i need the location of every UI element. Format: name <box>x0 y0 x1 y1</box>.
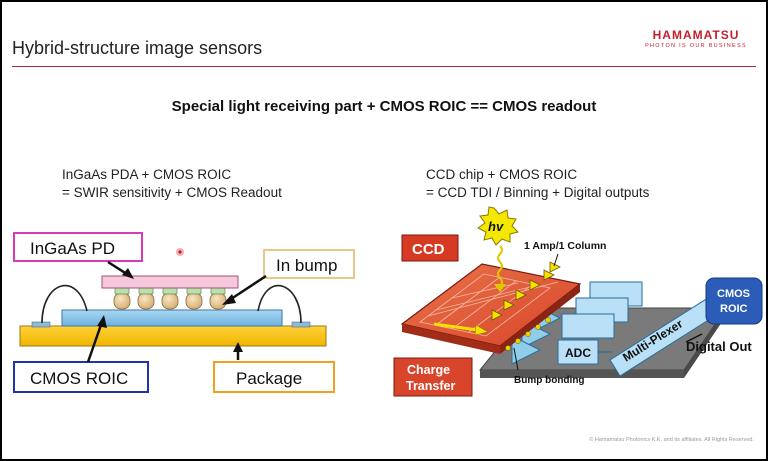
roic-layer <box>61 309 283 327</box>
logo-name: HAMAMATSU <box>652 28 740 42</box>
bump-bond <box>535 324 541 330</box>
hv-label: hv <box>488 219 504 234</box>
ccd-label-box <box>401 234 459 262</box>
arrow-bump <box>227 274 267 303</box>
column-amp <box>491 309 503 321</box>
title-divider <box>12 66 756 67</box>
ccd-grid-line <box>451 280 517 330</box>
ccd-chip-side <box>402 324 500 354</box>
left-caption-line1: InGaAs PDA + CMOS ROIC <box>62 167 232 182</box>
bump-bonding-pointer <box>513 347 519 371</box>
right-caption-line2: = CCD TDI / Binning + Digital outputs <box>426 185 650 200</box>
bump-bond <box>505 345 511 351</box>
digital-out-label: Digital Out <box>686 339 752 354</box>
bump-bond <box>545 317 551 323</box>
label-pd: InGaAs PD <box>30 239 115 258</box>
bond-wire-left <box>41 284 88 324</box>
adc-label: ADC <box>565 346 591 360</box>
ccd-grid-line <box>468 283 534 333</box>
charge-transfer-label-1: Charge <box>407 363 450 377</box>
ingaas-hybrid-diagram: InGaAs PD In bump CMOS ROIC Package <box>13 232 355 393</box>
label-box-roic <box>13 361 149 393</box>
label-box-package <box>213 361 335 393</box>
hv-burst <box>477 206 519 246</box>
arrow-package-head <box>233 342 243 352</box>
label-package: Package <box>236 369 302 388</box>
slide-title: Hybrid-structure image sensors <box>12 38 263 58</box>
ccd-grid-line <box>435 285 535 311</box>
charge-transfer-arrow <box>433 322 479 332</box>
light-wave <box>497 245 503 287</box>
arrow-pd-head <box>122 268 134 279</box>
column-amp <box>543 269 555 281</box>
bond-wire-right <box>257 284 302 324</box>
amp-column-pointer <box>553 253 559 267</box>
logo-tagline: PHOTON IS OUR BUSINESS <box>645 43 747 49</box>
ccd-grid-outline <box>419 273 551 337</box>
column-amp <box>529 279 541 291</box>
label-bump: In bump <box>276 256 337 275</box>
package-pad-left <box>31 321 51 328</box>
arrow-roic-head <box>97 315 107 328</box>
digital-out-arrow <box>685 333 703 343</box>
right-caption: CCD chip + CMOS ROIC = CCD TDI / Binning… <box>426 166 649 202</box>
hamamatsu-logo: HAMAMATSU PHOTON IS OUR BUSINESS <box>632 28 760 49</box>
label-box-pd <box>13 232 143 262</box>
ccd-grid-line <box>435 276 501 326</box>
pointer-dot-core <box>178 250 182 254</box>
ccd-pixel-grid <box>419 273 559 337</box>
charge-transfer-box <box>393 357 473 397</box>
ccd-grid-line <box>427 281 559 317</box>
arrow-bump-head <box>222 294 236 305</box>
cmos-roic-box <box>705 277 763 325</box>
cmos-roic-label-1: CMOS <box>717 288 750 300</box>
bump-bonds <box>505 317 551 351</box>
ccd-label: CCD <box>412 241 445 258</box>
cmos-roic-label-2: ROIC <box>720 303 748 315</box>
amp-block <box>561 313 615 339</box>
label-box-bump <box>263 249 355 279</box>
amp-column-label: 1 Amp/1 Column <box>524 240 606 252</box>
column-amp <box>503 299 515 311</box>
column-amp <box>515 289 527 301</box>
charge-transfer-arrow-head <box>474 324 489 336</box>
roic-plate-side <box>480 370 684 378</box>
ingaas-pd-layer <box>101 275 239 289</box>
headline: Special light receiving part + CMOS ROIC… <box>171 98 597 115</box>
right-caption-line1: CCD chip + CMOS ROIC <box>426 167 578 182</box>
bump-bond <box>515 338 521 344</box>
ccd-chip-side-right <box>500 284 580 354</box>
copyright-footer: © Hamamatsu Photonics K.K. and its affil… <box>589 437 754 443</box>
label-roic: CMOS ROIC <box>30 369 128 388</box>
bump-bond <box>525 331 531 337</box>
light-wave-head <box>494 284 506 292</box>
charge-transfer-label-2: Transfer <box>406 379 455 393</box>
arrow-roic <box>86 321 104 363</box>
ccd-grid-line <box>451 282 519 299</box>
bump-bonding-label: Bump bonding <box>514 375 585 386</box>
roic-plate-side-right <box>684 308 726 378</box>
left-caption: InGaAs PDA + CMOS ROIC = SWIR sensitivit… <box>62 166 282 202</box>
left-caption-line2: = SWIR sensitivity + CMOS Readout <box>62 185 282 200</box>
